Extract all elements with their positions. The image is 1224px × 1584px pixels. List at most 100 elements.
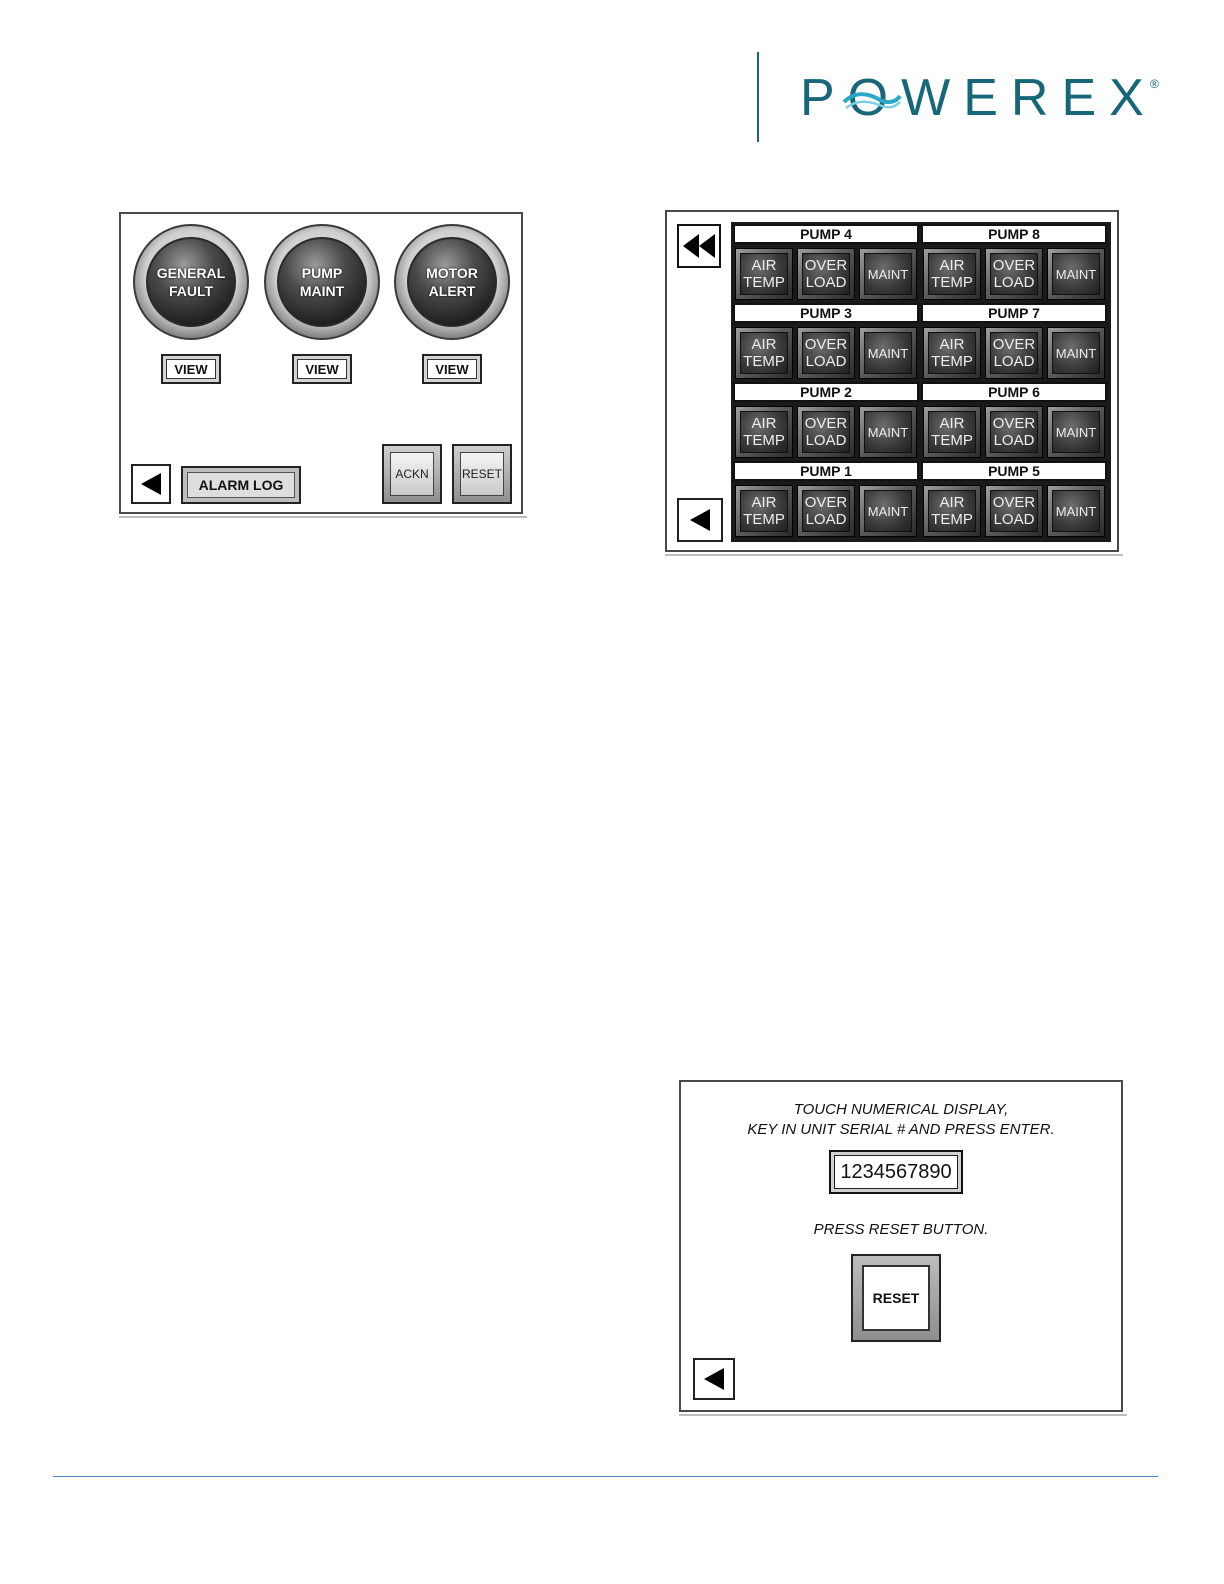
alarm-log-label: ALARM LOG [187,472,295,498]
press-reset-instruction: PRESS RESET BUTTON. [813,1221,989,1238]
pump-title: PUMP 7 [921,303,1107,323]
lamp-face: PUMP MAINT [277,237,367,327]
instruction-line-1: TOUCH NUMERICAL DISPLAY, [793,1101,1009,1118]
button-label: OVER LOAD [990,332,1038,374]
back-button[interactable] [677,498,723,542]
button-label: OVER LOAD [802,332,850,374]
pump-title: PUMP 2 [733,382,919,402]
button-label: OVER LOAD [802,490,850,532]
pump-maint-lamp: PUMP MAINT [264,224,380,340]
registered-mark: ® [1150,77,1159,91]
pump6-air-temp-button[interactable]: AIR TEMP [923,406,981,458]
button-label: AIR TEMP [740,253,788,295]
reset-button[interactable]: RESET [851,1254,941,1342]
pump3-overload-button[interactable]: OVER LOAD [797,327,855,379]
pump-title: PUMP 1 [733,461,919,481]
pump5-overload-button[interactable]: OVER LOAD [985,485,1043,537]
reset-label: RESET [862,1265,930,1331]
pump2-maint-button[interactable]: MAINT [859,406,917,458]
alarm-panel: GENERAL FAULT PUMP MAINT MOTOR ALERT VIE… [119,212,527,518]
button-label: OVER LOAD [990,411,1038,453]
button-label: AIR TEMP [928,332,976,374]
serial-number-value: 1234567890 [834,1155,958,1189]
serial-number-display[interactable]: 1234567890 [829,1150,963,1194]
brand-logo: POWEREX [800,69,1157,127]
pump1-maint-button[interactable]: MAINT [859,485,917,537]
back-arrow-icon [704,1368,724,1390]
double-back-button[interactable] [677,224,721,268]
wave-logo-icon [842,92,902,110]
pump8-air-temp-button[interactable]: AIR TEMP [923,248,981,300]
serial-reset-panel: TOUCH NUMERICAL DISPLAY, KEY IN UNIT SER… [679,1080,1127,1416]
pump8-maint-button[interactable]: MAINT [1047,248,1105,300]
view-button-label: VIEW [427,359,477,379]
lamp-label: MOTOR ALERT [426,265,478,299]
double-back-arrow-icon [699,234,715,258]
back-button[interactable] [131,464,171,504]
button-label: MAINT [1052,332,1100,374]
pump7-air-temp-button[interactable]: AIR TEMP [923,327,981,379]
lamp-face: GENERAL FAULT [146,237,236,327]
button-label: OVER LOAD [990,253,1038,295]
pump-title: PUMP 3 [733,303,919,323]
lamp-face: MOTOR ALERT [407,237,497,327]
reset-label: RESET [460,452,504,496]
pump2-air-temp-button[interactable]: AIR TEMP [735,406,793,458]
button-label: MAINT [864,411,912,453]
motor-alert-lamp: MOTOR ALERT [394,224,510,340]
back-arrow-icon [141,473,161,495]
button-label: MAINT [1052,490,1100,532]
back-arrow-icon [690,509,710,531]
alarm-log-button[interactable]: ALARM LOG [181,466,301,504]
pump5-air-temp-button[interactable]: AIR TEMP [923,485,981,537]
ackn-button[interactable]: ACKN [382,444,442,504]
pump3-maint-button[interactable]: MAINT [859,327,917,379]
back-button[interactable] [693,1358,735,1400]
general-fault-lamp: GENERAL FAULT [133,224,249,340]
instruction-line-2: KEY IN UNIT SERIAL # AND PRESS ENTER. [747,1121,1055,1138]
button-label: MAINT [1052,253,1100,295]
button-label: AIR TEMP [928,411,976,453]
reset-button[interactable]: RESET [452,444,512,504]
view-button-label: VIEW [166,359,216,379]
pump-status-panel: PUMP 4 PUMP 8 AIR TEMP OVER LOAD MAINT A… [665,210,1123,556]
pump5-maint-button[interactable]: MAINT [1047,485,1105,537]
button-label: MAINT [864,490,912,532]
pump-title: PUMP 4 [733,224,919,244]
view-motor-alert-button[interactable]: VIEW [422,354,482,384]
lamp-label: GENERAL FAULT [156,265,226,299]
button-label: MAINT [864,332,912,374]
pump4-maint-button[interactable]: MAINT [859,248,917,300]
view-pump-maint-button[interactable]: VIEW [292,354,352,384]
view-general-fault-button[interactable]: VIEW [161,354,221,384]
logo-divider [757,52,759,142]
pump4-air-temp-button[interactable]: AIR TEMP [735,248,793,300]
pump7-overload-button[interactable]: OVER LOAD [985,327,1043,379]
pump2-overload-button[interactable]: OVER LOAD [797,406,855,458]
button-label: MAINT [1052,411,1100,453]
button-label: AIR TEMP [928,490,976,532]
button-label: OVER LOAD [802,411,850,453]
pump6-maint-button[interactable]: MAINT [1047,406,1105,458]
pump7-maint-button[interactable]: MAINT [1047,327,1105,379]
pump1-overload-button[interactable]: OVER LOAD [797,485,855,537]
double-back-arrow-icon [683,234,699,258]
pump-title: PUMP 5 [921,461,1107,481]
button-label: MAINT [864,253,912,295]
button-label: AIR TEMP [740,332,788,374]
footer-divider [53,1476,1158,1477]
pump-grid: PUMP 4 PUMP 8 AIR TEMP OVER LOAD MAINT A… [731,222,1111,542]
button-label: OVER LOAD [990,490,1038,532]
pump6-overload-button[interactable]: OVER LOAD [985,406,1043,458]
pump-title: PUMP 8 [921,224,1107,244]
button-label: AIR TEMP [928,253,976,295]
pump-title: PUMP 6 [921,382,1107,402]
pump8-overload-button[interactable]: OVER LOAD [985,248,1043,300]
pump3-air-temp-button[interactable]: AIR TEMP [735,327,793,379]
button-label: AIR TEMP [740,490,788,532]
pump4-overload-button[interactable]: OVER LOAD [797,248,855,300]
ackn-label: ACKN [390,452,434,496]
button-label: AIR TEMP [740,411,788,453]
lamp-label: PUMP MAINT [299,265,345,299]
pump1-air-temp-button[interactable]: AIR TEMP [735,485,793,537]
